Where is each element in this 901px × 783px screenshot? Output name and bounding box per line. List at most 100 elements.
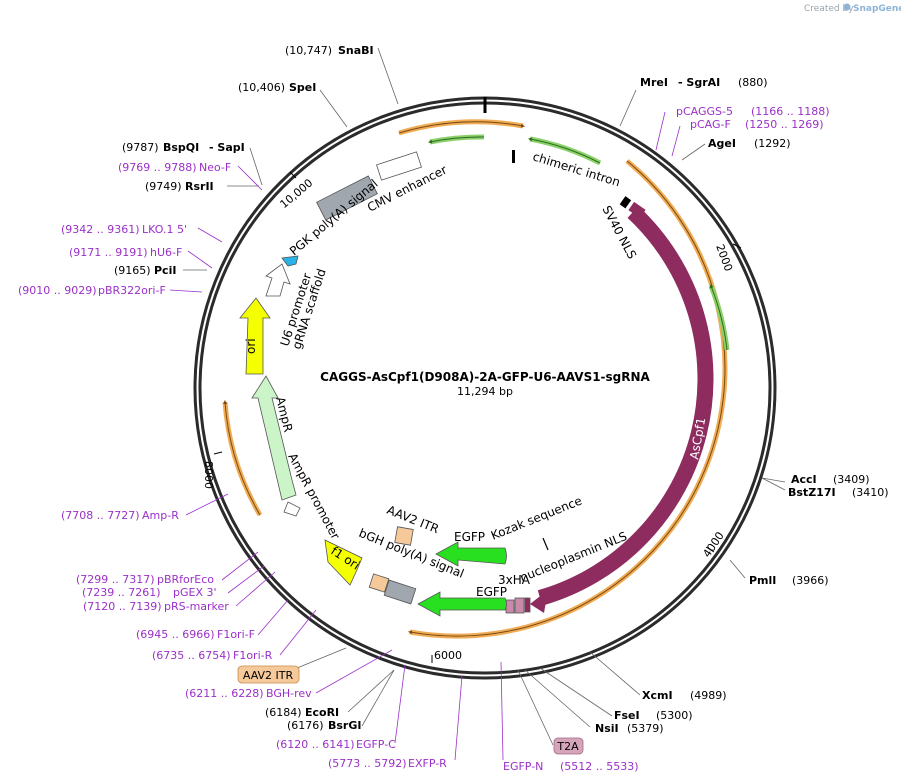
orf-arc-right-line — [408, 160, 726, 637]
created-by-label: Created by — [804, 4, 854, 14]
f1orir-name: F1ori-R — [233, 649, 273, 662]
ecori-pos: (6184) — [265, 706, 302, 719]
ampr-primer-range: (7708 .. 7727) — [61, 509, 140, 522]
neo-f-name: Neo-F — [199, 161, 231, 174]
pcagf-range: (1250 .. 1269) — [745, 118, 824, 131]
bstz17i-name: BstZ17I — [788, 486, 836, 499]
xcmi-pos: (4989) — [690, 689, 727, 702]
rsrii-name: RsrII — [185, 180, 214, 193]
nsii-pos: (5379) — [627, 722, 664, 735]
rsrii-pos: (9749) — [145, 180, 182, 193]
tag-block-3 — [524, 597, 531, 613]
chimeric-intron-label: chimeric intron — [531, 149, 622, 189]
pmli-pos: (3966) — [792, 574, 829, 587]
tick-4000-mark — [705, 546, 715, 553]
chimeric-intron-end-mark — [619, 196, 632, 209]
acci-name: AccI — [791, 473, 817, 486]
bghrev-range: (6211 .. 6228) — [185, 687, 264, 700]
lko-name: LKO.1 5' — [142, 223, 187, 236]
f1-ori-arrow — [324, 539, 363, 586]
egfp-upper-label: EGFP — [454, 530, 485, 544]
bgh-polya-block — [383, 579, 417, 605]
bsrgi-pos: (6176) — [287, 719, 324, 732]
f1orif-range: (6945 .. 6966) — [136, 628, 215, 641]
aav2-itr-block-lower — [368, 573, 390, 593]
bghrev-name: BGH-rev — [266, 687, 312, 700]
fsei-pos: (5300) — [656, 709, 693, 722]
plasmid-name: CAGGS-AsCpf1(D908A)-2A-GFP-U6-AAVS1-sgRN… — [320, 370, 650, 384]
aav2-itr-box-label: AAV2 ITR — [243, 669, 294, 682]
egfp-lower-arrow — [417, 591, 507, 617]
cmv-enhancer-block — [376, 151, 422, 181]
snapgene-brand: SnapGene — [853, 4, 901, 14]
egfp-lower-label: EGFP — [476, 585, 507, 599]
bstz17i-pos: (3410) — [852, 486, 889, 499]
ampr-promoter-label: AmpR promoter — [285, 451, 342, 542]
pcagf-name: pCAG-F — [690, 118, 731, 131]
orf-green-top-line — [428, 136, 485, 144]
ascpf1-feature — [537, 206, 714, 606]
ampr-primer-name: Amp-R — [142, 509, 179, 522]
agei-pos: (1292) — [754, 137, 791, 150]
hu6-range: (9171 .. 9191) — [69, 246, 148, 259]
egfpn-range: (5512 .. 5533) — [560, 760, 639, 773]
ecori-name: EcoRI — [305, 706, 339, 719]
ampr-arrow — [251, 375, 297, 501]
u6-promoter-arrow — [265, 263, 291, 297]
neo-f-range: (9769 .. 9788) — [118, 161, 197, 174]
ampr-promoter-arrow — [283, 501, 301, 517]
xcmi-name: XcmI — [642, 689, 673, 702]
three-x-ha-label: 3xHA — [498, 573, 531, 587]
exfpr-name: EXFP-R — [408, 757, 447, 770]
spei-name: SpeI — [289, 81, 316, 94]
egfpc-range: (6120 .. 6141) — [276, 738, 355, 751]
bspqi-pos: (9787) — [122, 141, 159, 154]
pmli-name: PmlI — [749, 574, 776, 587]
kozak-label: Kozak sequence — [489, 494, 584, 543]
pcaggs5-name: pCAGGS-5 — [676, 105, 733, 118]
orf-green-right-line — [709, 284, 728, 351]
pcii-pos: (9165) — [114, 264, 151, 277]
pgk-polya-block — [316, 175, 378, 221]
acci-pos: (3409) — [833, 473, 870, 486]
nsii-name: NsiI — [595, 722, 619, 735]
tick-10000-mark — [289, 171, 297, 179]
egfpc-name: EGFP-C — [356, 738, 396, 751]
orf-arc-left — [222, 401, 263, 517]
pbr322-name: pBR322ori-F — [98, 284, 166, 297]
tick-6000: 6000 — [434, 649, 462, 662]
agei-name: AgeI — [708, 137, 736, 150]
ori-label: ori — [244, 338, 258, 354]
exfpr-range: (5773 .. 5792) — [328, 757, 407, 770]
mrei-name: MreI — [640, 76, 668, 89]
tick-8000-mark — [213, 451, 223, 455]
mrei-pos: (880) — [738, 76, 768, 89]
tag-block-2 — [514, 597, 525, 614]
ori-arrow — [239, 297, 271, 375]
pgex3-range: (7239 .. 7261) — [82, 586, 161, 599]
snapgene-logo-icon — [843, 3, 851, 11]
kozak-mark — [542, 537, 549, 551]
hu6-name: hU6-F — [150, 246, 182, 259]
f1orir-range: (6735 .. 6754) — [152, 649, 231, 662]
pcaggs5-range: (1166 .. 1188) — [751, 105, 830, 118]
primer-leader-lines — [169, 111, 681, 761]
snabi-pos: (10,747) — [285, 44, 332, 57]
ascpf1-arrowhead — [530, 590, 548, 613]
tick-2000-mark — [732, 243, 742, 249]
pbrforeco-range: (7299 .. 7317) — [76, 573, 155, 586]
f1orif-name: F1ori-F — [217, 628, 255, 641]
orf-arc-left-line — [223, 400, 261, 516]
sapi-name: - SapI — [209, 141, 245, 154]
orf-arc-top-line — [398, 121, 525, 134]
pcii-name: PciI — [154, 264, 176, 277]
snabi-name: SnaBI — [338, 44, 374, 57]
orf-green-chimeric-line — [528, 137, 601, 164]
egfp-upper-arrow — [435, 541, 507, 567]
sgrai-name: - SgrAI — [678, 76, 720, 89]
egfpn-name: EGFP-N — [503, 760, 543, 773]
spei-pos: (10,406) — [238, 81, 285, 94]
prsmarker-range: (7120 .. 7139) — [83, 600, 162, 613]
pbrforeco-name: pBRforEco — [157, 573, 214, 586]
